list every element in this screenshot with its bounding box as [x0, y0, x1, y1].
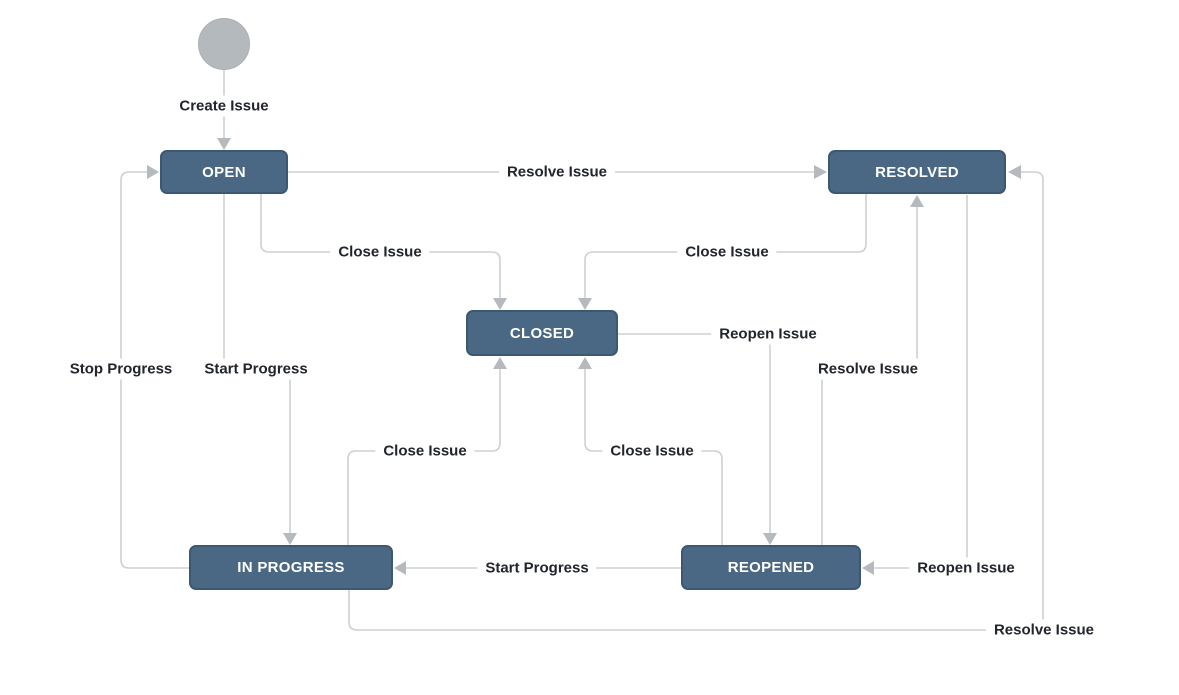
arrowhead-resolve-from-in-progress [1008, 165, 1021, 179]
transition-label-create-issue[interactable]: Create Issue [171, 95, 277, 117]
arrowhead-reopen-from-resolved [862, 561, 874, 575]
transition-label-resolve-from-in-progress[interactable]: Resolve Issue [985, 619, 1103, 641]
arrowhead-resolve-from-open [814, 165, 827, 179]
transition-label-start-progress-from-open[interactable]: Start Progress [196, 358, 316, 380]
arrowhead-close-from-resolved [578, 298, 592, 310]
transition-label-reopen-from-closed[interactable]: Reopen Issue [711, 323, 825, 345]
node-closed[interactable]: CLOSED [466, 310, 618, 356]
arrowhead-start-progress-from-reopened [394, 561, 406, 575]
transition-label-resolve-from-reopened[interactable]: Resolve Issue [809, 358, 927, 380]
arrowhead-close-from-open [493, 298, 507, 310]
arrowhead-reopen-from-closed [763, 533, 777, 545]
transition-label-start-progress-from-reopened[interactable]: Start Progress [477, 557, 597, 579]
transition-label-close-from-in-progress[interactable]: Close Issue [375, 440, 475, 462]
node-in-progress[interactable]: IN PROGRESS [189, 545, 393, 590]
arrowhead-start-progress-from-open [283, 533, 297, 545]
edge-reopen-from-resolved [874, 195, 968, 569]
arrowhead-resolve-from-reopened [910, 195, 924, 207]
transition-label-close-from-open[interactable]: Close Issue [330, 241, 430, 263]
transition-label-resolve-from-open[interactable]: Resolve Issue [498, 161, 616, 183]
edge-reopen-from-closed [618, 333, 771, 533]
node-reopened[interactable]: REOPENED [681, 545, 861, 590]
start-node-circle[interactable] [198, 18, 250, 70]
transition-label-stop-progress[interactable]: Stop Progress [61, 358, 181, 380]
transition-label-reopen-from-resolved[interactable]: Reopen Issue [909, 557, 1023, 579]
arrowhead-stop-progress [147, 165, 159, 179]
arrowhead-create-issue [217, 138, 231, 150]
transition-label-close-from-resolved[interactable]: Close Issue [677, 241, 777, 263]
node-resolved[interactable]: RESOLVED [828, 150, 1006, 194]
arrowhead-close-from-in-progress [493, 357, 507, 369]
transition-label-close-from-reopened[interactable]: Close Issue [602, 440, 702, 462]
node-open[interactable]: OPEN [160, 150, 288, 194]
arrowhead-close-from-reopened [578, 357, 592, 369]
